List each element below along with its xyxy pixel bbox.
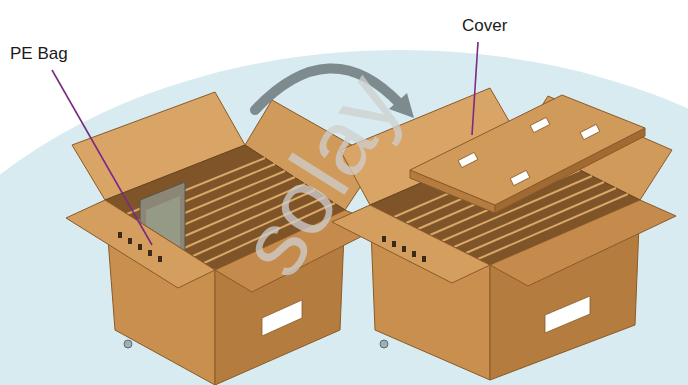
background-blob xyxy=(0,50,688,385)
leader-line xyxy=(472,42,478,135)
cover-board xyxy=(410,95,645,205)
part-label: PE Bag xyxy=(10,44,68,64)
leader-line xyxy=(52,70,152,245)
part-label: Cover xyxy=(462,16,507,36)
